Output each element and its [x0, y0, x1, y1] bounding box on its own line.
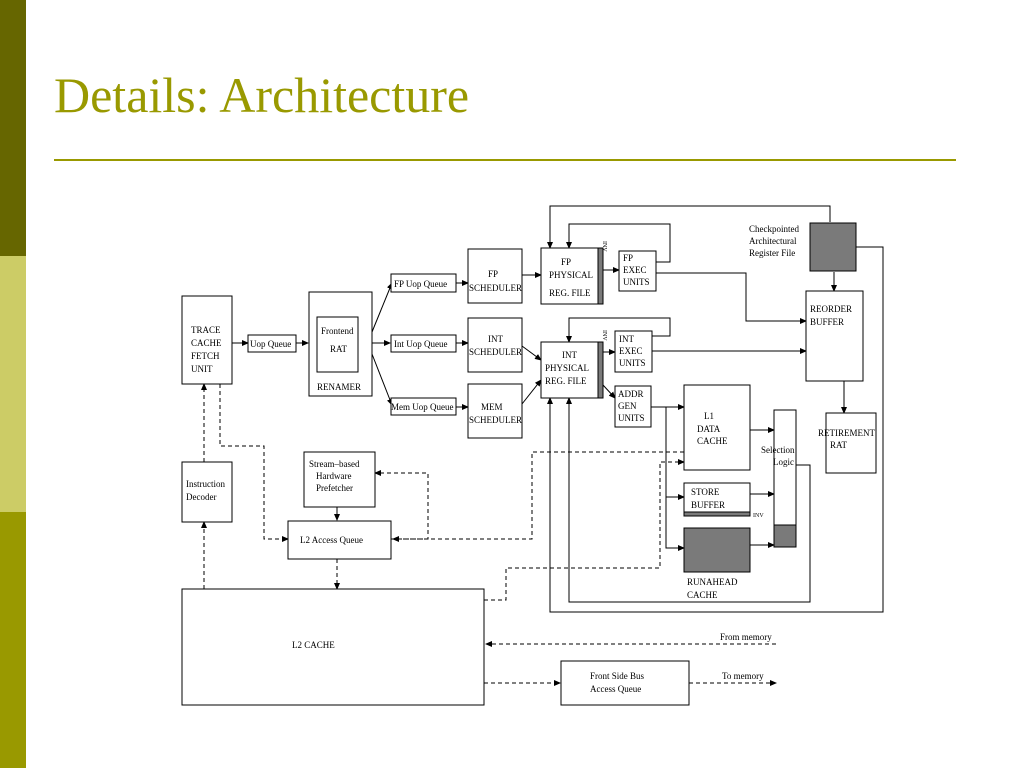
int-exec-units-box: INT EXEC UNITS	[614, 330, 653, 373]
svg-text:CACHE: CACHE	[687, 590, 718, 600]
svg-text:Architectural: Architectural	[749, 236, 797, 246]
svg-text:BUFFER: BUFFER	[810, 317, 844, 327]
l1-data-cache-box: L1 DATA CACHE	[683, 384, 751, 471]
svg-text:ADDR: ADDR	[618, 389, 644, 399]
svg-text:CACHE: CACHE	[697, 436, 728, 446]
svg-text:UNITS: UNITS	[618, 413, 645, 423]
svg-text:REG. FILE: REG. FILE	[549, 288, 591, 298]
svg-text:RAT: RAT	[330, 344, 348, 354]
svg-text:INT: INT	[488, 334, 503, 344]
svg-text:Prefetcher: Prefetcher	[316, 483, 353, 493]
trace-cache-box: TRACE CACHE FETCH UNIT	[181, 295, 233, 385]
slide-title: Details: Architecture	[54, 67, 470, 123]
uop-queue-box: Uop Queue	[247, 334, 297, 353]
svg-text:RUNAHEAD: RUNAHEAD	[687, 577, 738, 587]
svg-text:INT: INT	[562, 350, 577, 360]
svg-text:L1: L1	[704, 411, 714, 421]
svg-text:UNIT: UNIT	[191, 364, 213, 374]
svg-text:SCHEDULER: SCHEDULER	[469, 415, 522, 425]
checkpointed-register-file: Checkpointed Architectural Register File	[749, 222, 857, 272]
svg-text:DATA: DATA	[697, 424, 721, 434]
front-side-bus-box: Front Side Bus Access Queue	[560, 660, 690, 706]
svg-text:Mem Uop Queue: Mem Uop Queue	[391, 402, 454, 412]
svg-text:TRACE: TRACE	[191, 325, 221, 335]
svg-text:PHYSICAL: PHYSICAL	[549, 270, 593, 280]
svg-text:INV: INV	[753, 513, 764, 519]
svg-text:L2 CACHE: L2 CACHE	[292, 640, 335, 650]
svg-text:RETIREMENT: RETIREMENT	[818, 428, 875, 438]
svg-text:UNITS: UNITS	[623, 277, 650, 287]
svg-text:REG. FILE: REG. FILE	[545, 376, 587, 386]
svg-text:EXEC: EXEC	[619, 346, 643, 356]
svg-text:Hardware: Hardware	[316, 471, 351, 481]
svg-text:L2 Access Queue: L2 Access Queue	[300, 535, 363, 545]
svg-text:INV: INV	[601, 241, 607, 252]
fp-scheduler-box: FP SCHEDULER	[467, 248, 523, 304]
svg-text:UNITS: UNITS	[619, 358, 646, 368]
title-underline	[54, 159, 956, 161]
selection-logic-box: Selection Logic	[761, 409, 797, 548]
dashed-connections	[201, 383, 777, 686]
svg-text:FP Uop Queue: FP Uop Queue	[394, 279, 447, 289]
fp-uop-queue-box: FP Uop Queue	[390, 273, 457, 293]
addr-gen-units-box: ADDR GEN UNITS	[614, 385, 652, 428]
svg-text:EXEC: EXEC	[623, 265, 647, 275]
svg-text:STORE: STORE	[691, 487, 720, 497]
instruction-decoder-box: Instruction Decoder	[181, 461, 233, 523]
svg-text:MEM: MEM	[481, 402, 503, 412]
svg-text:RENAMER: RENAMER	[317, 382, 361, 392]
solid-connections	[232, 205, 884, 613]
to-memory-label: To memory	[722, 671, 764, 681]
side-bar-middle	[0, 256, 26, 512]
svg-text:FP: FP	[561, 257, 571, 267]
svg-text:Selection: Selection	[761, 445, 795, 455]
svg-text:PHYSICAL: PHYSICAL	[545, 363, 589, 373]
svg-text:BUFFER: BUFFER	[691, 500, 725, 510]
svg-text:INV: INV	[601, 330, 607, 341]
svg-text:SCHEDULER: SCHEDULER	[469, 283, 522, 293]
int-uop-queue-box: Int Uop Queue	[390, 334, 457, 353]
svg-text:Decoder: Decoder	[186, 492, 216, 502]
from-memory-label: From memory	[720, 632, 772, 642]
fp-exec-units-box: FP EXEC UNITS	[618, 250, 657, 292]
svg-text:GEN: GEN	[618, 401, 637, 411]
svg-text:Checkpointed: Checkpointed	[749, 224, 799, 234]
mem-scheduler-box: MEM SCHEDULER	[467, 383, 523, 439]
int-scheduler-box: INT SCHEDULER	[467, 317, 523, 373]
svg-text:Access Queue: Access Queue	[590, 684, 641, 694]
side-bar-top	[0, 0, 26, 256]
svg-text:Uop Queue: Uop Queue	[250, 339, 291, 349]
svg-text:REORDER: REORDER	[810, 304, 852, 314]
store-buffer-box: STORE BUFFER INV	[683, 482, 764, 519]
svg-text:Logic: Logic	[773, 457, 794, 467]
hardware-prefetcher-box: Stream–based Hardware Prefetcher	[303, 451, 376, 508]
svg-text:Register File: Register File	[749, 248, 795, 258]
side-bar-bottom	[0, 512, 26, 768]
svg-text:FP: FP	[488, 269, 498, 279]
svg-text:INT: INT	[619, 334, 634, 344]
svg-text:CACHE: CACHE	[191, 338, 222, 348]
svg-text:Instruction: Instruction	[186, 479, 225, 489]
renamer-box: Frontend RAT RENAMER	[308, 291, 373, 397]
svg-text:Stream–based: Stream–based	[309, 459, 360, 469]
int-physical-reg-file-box: INT PHYSICAL REG. FILE INV	[540, 330, 607, 399]
l2-cache-box: L2 CACHE	[181, 588, 485, 706]
runahead-cache-box: RUNAHEAD CACHE	[683, 527, 751, 600]
l2-access-queue-box: L2 Access Queue	[287, 520, 392, 560]
retirement-rat-box: RETIREMENT RAT	[818, 412, 877, 474]
fp-physical-reg-file-box: FP PHYSICAL REG. FILE INV	[540, 241, 607, 305]
svg-text:Frontend: Frontend	[321, 326, 354, 336]
svg-text:Int Uop Queue: Int Uop Queue	[394, 339, 448, 349]
reorder-buffer-box: REORDER BUFFER	[805, 290, 864, 382]
mem-uop-queue-box: Mem Uop Queue	[390, 397, 457, 416]
svg-text:FP: FP	[623, 253, 633, 263]
svg-text:RAT: RAT	[830, 440, 848, 450]
svg-text:SCHEDULER: SCHEDULER	[469, 347, 522, 357]
svg-text:FETCH: FETCH	[191, 351, 220, 361]
svg-text:Front Side Bus: Front Side Bus	[590, 671, 645, 681]
